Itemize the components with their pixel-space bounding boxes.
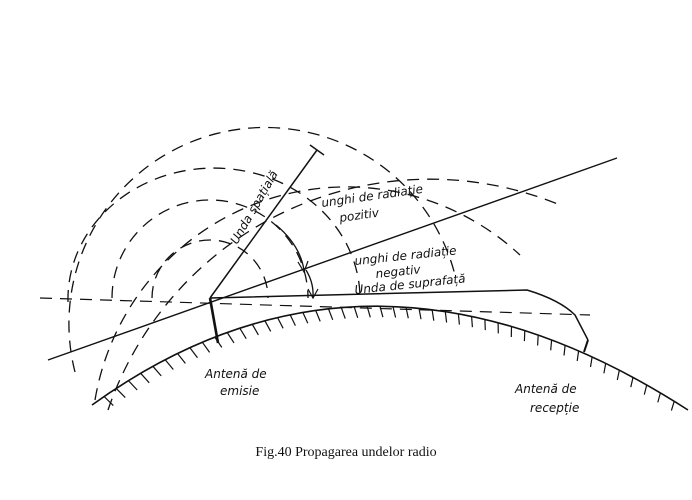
transmit-antenna-mast (210, 298, 218, 343)
space-wave-ray (210, 150, 317, 298)
ground-hatch-mark (432, 310, 434, 321)
ground-hatch-mark (316, 311, 321, 322)
ground-hatch-mark (551, 340, 552, 350)
radiation-line-positive (48, 158, 617, 360)
wavefront-arc-1 (152, 240, 268, 298)
transmit-antenna-label-line1: Antenă de (204, 367, 267, 381)
ground-hatch-mark (644, 385, 646, 395)
ground-hatch-mark (329, 309, 333, 320)
ground-hatch-mark (445, 312, 446, 323)
ground-hatch-mark (202, 342, 209, 352)
ground-hatch-mark (380, 306, 383, 317)
ground-hatch-mark (165, 360, 173, 370)
ground-hatch-mark (617, 370, 619, 380)
ground-hatch-mark (303, 313, 308, 324)
ground-hatch-mark (240, 328, 246, 339)
negative-angle-arc (306, 270, 313, 298)
space-wave-label: Unda spațială (227, 168, 280, 246)
ground-hatch-mark (153, 366, 161, 376)
ground-hatch-mark (472, 316, 473, 327)
ground-hatch-mark (538, 335, 539, 345)
ground-hatch-mark (631, 377, 633, 387)
ground-hatch-mark (178, 354, 186, 364)
ground-hatch-mark (591, 357, 593, 367)
ground-hatch-mark (128, 381, 137, 390)
ground-hatch-mark (116, 388, 125, 397)
ground-hatch-mark (190, 348, 198, 358)
transmit-antenna-label-line2: emisie (220, 384, 259, 398)
ground-hatch-mark (252, 324, 258, 335)
ground-hatch-mark (564, 345, 565, 355)
ground-hatch-mark (290, 315, 295, 326)
ground-hatching (104, 306, 674, 410)
ground-hatch-mark (671, 401, 674, 410)
ground-hatch-mark (227, 333, 234, 343)
ground-hatch-mark (604, 363, 606, 373)
ground-hatch-mark (104, 397, 113, 406)
ground-hatch-mark (577, 351, 578, 361)
figure-caption: Fig.40 Propagarea undelor radio (255, 445, 436, 460)
ground-hatch-mark (658, 393, 661, 403)
ground-hatch-mark (141, 373, 150, 383)
receive-antenna-label-line1: Antenă de (514, 382, 577, 396)
receive-antenna-label-line2: recepție (530, 401, 579, 415)
ground-hatch-mark (458, 314, 459, 325)
receive-antenna-mast (584, 340, 588, 352)
wavefront-arcs (68, 127, 560, 410)
horizontal-reference-dashed (40, 298, 590, 315)
ground-hatch-mark (341, 308, 345, 319)
ground-hatch-mark (265, 321, 271, 332)
positive-angle-label-line2: pozitiv (337, 205, 380, 225)
ground-hatch-mark (278, 318, 284, 329)
ground-hatch-mark (393, 307, 396, 318)
positive-angle-arc (276, 225, 304, 270)
ground-hatch-mark (354, 307, 358, 318)
space-wave-tick (310, 145, 324, 155)
